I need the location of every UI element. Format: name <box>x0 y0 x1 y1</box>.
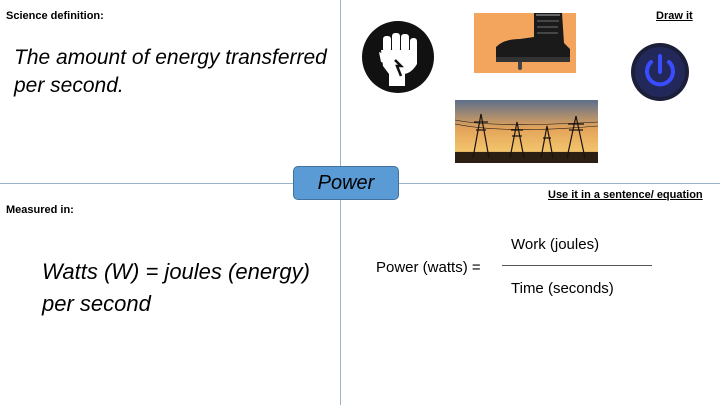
power-pylons-sunset-photo <box>455 100 598 163</box>
power-title-box: Power <box>293 166 399 200</box>
science-definition-label: Science definition: <box>6 10 104 22</box>
fist-icon <box>361 20 435 94</box>
use-it-label: Use it in a sentence/ equation <box>548 189 703 201</box>
vertical-divider <box>340 0 341 405</box>
boot-stomp-picture <box>474 13 576 73</box>
fraction-line <box>502 265 652 266</box>
measured-in-label: Measured in: <box>6 204 74 216</box>
equation-left-side: Power (watts) = <box>376 259 481 276</box>
draw-it-label: Draw it <box>656 10 693 22</box>
equation-denominator: Time (seconds) <box>511 280 614 297</box>
equation-numerator: Work (joules) <box>511 236 600 253</box>
definition-text: The amount of energy transferred per sec… <box>14 46 327 97</box>
power-button-icon <box>630 42 690 102</box>
measured-in-text: Watts (W) = joules (energy) per second <box>42 259 310 316</box>
